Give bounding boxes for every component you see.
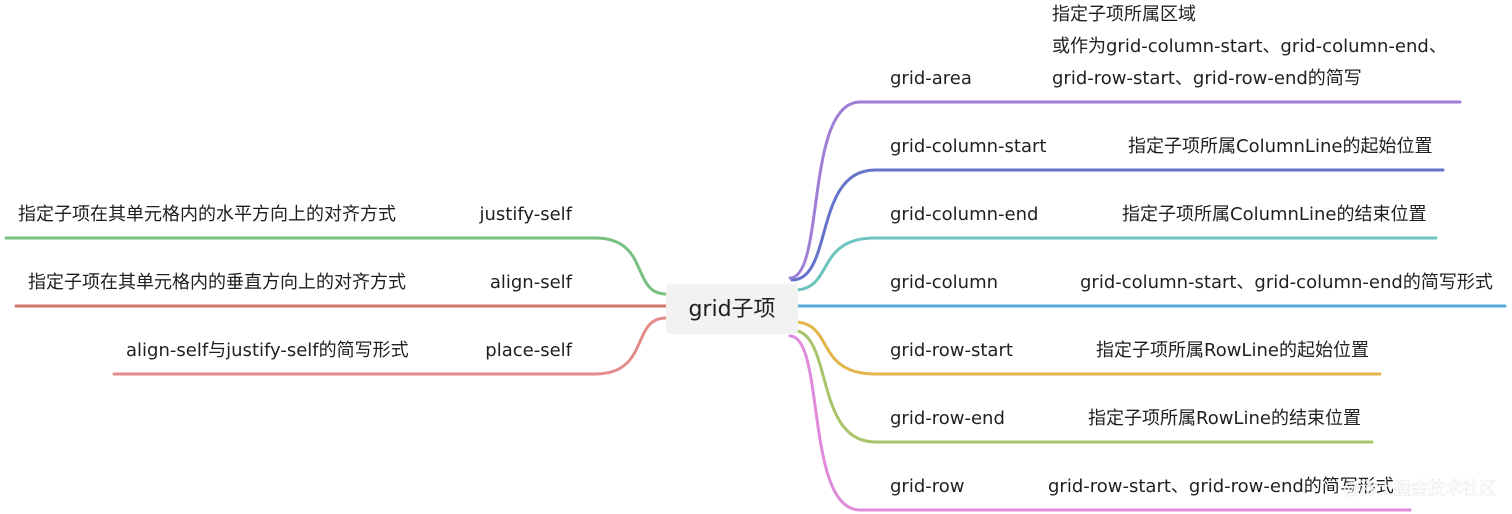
branch-label-grid-row: grid-row [890, 476, 965, 497]
central-topic-box [666, 284, 798, 334]
branch-description-grid-column-end: 指定子项所属ColumnLine的结束位置 [1122, 204, 1426, 225]
left-branches: justify-self 指定子项在其单元格内的水平方向上的对齐方式 align-s… [18, 204, 573, 361]
connector-grid-row-end [790, 328, 1374, 444]
branch-label-grid-area: grid-area [890, 68, 972, 89]
branch-label-grid-column-end: grid-column-end [890, 204, 1038, 225]
branch-grid-column-end[interactable]: grid-column-end 指定子项所属ColumnLine的结束位置 [890, 204, 1426, 225]
branch-label-grid-column: grid-column [890, 272, 998, 293]
branch-label-align-self: align-self [490, 272, 573, 293]
branch-grid-column-start[interactable]: grid-column-start 指定子项所属ColumnLine的起始位置 [890, 136, 1432, 157]
branch-place-self[interactable]: place-self align-self与justify-self的简写形式 [126, 340, 573, 361]
branch-justify-self[interactable]: justify-self 指定子项在其单元格内的水平方向上的对齐方式 [18, 204, 573, 225]
branch-description-grid-area: grid-row-start、grid-row-end的简写 [1052, 68, 1362, 89]
watermark-text: @稀土掘金技术社区 [1343, 479, 1496, 499]
branch-description-justify-self: 指定子项在其单元格内的水平方向上的对齐方式 [18, 204, 396, 225]
branch-description-grid-row-end: 指定子项所属RowLine的结束位置 [1088, 408, 1361, 429]
connector-grid-area [788, 100, 1462, 280]
branch-grid-row-start[interactable]: grid-row-start 指定子项所属RowLine的起始位置 [890, 340, 1369, 361]
branch-label-grid-row-start: grid-row-start [890, 340, 1013, 361]
branch-label-grid-column-start: grid-column-start [890, 136, 1046, 157]
connector-justify-self [4, 236, 668, 296]
branch-grid-area[interactable]: grid-area 指定子项所属区域或作为grid-column-start、gr… [890, 4, 1447, 89]
branch-description-grid-column: grid-column-start、grid-column-end的简写形式 [1080, 272, 1493, 293]
central-topic[interactable]: grid子项 [666, 284, 798, 334]
branch-grid-row[interactable]: grid-row grid-row-start、grid-row-end的简写形式 [890, 476, 1394, 497]
connector-grid-column-end [792, 236, 1438, 292]
right-branches: grid-area 指定子项所属区域或作为grid-column-start、gr… [890, 4, 1493, 497]
branch-label-justify-self: justify-self [479, 204, 573, 225]
connector-grid-row [788, 334, 1412, 512]
branch-description-place-self: align-self与justify-self的简写形式 [126, 340, 409, 361]
branch-connectors [4, 100, 1507, 512]
branch-align-self[interactable]: align-self 指定子项在其单元格内的垂直方向上的对齐方式 [28, 272, 573, 293]
branch-description-grid-column-start: 指定子项所属ColumnLine的起始位置 [1128, 136, 1432, 157]
central-topic-label: grid子项 [688, 297, 775, 322]
branch-grid-column[interactable]: grid-column grid-column-start、grid-column… [890, 272, 1493, 293]
connector-grid-column-start [790, 168, 1445, 282]
connector-grid-row-start [792, 320, 1382, 376]
connector-place-self [112, 316, 668, 376]
branch-label-grid-row-end: grid-row-end [890, 408, 1005, 429]
branch-grid-row-end[interactable]: grid-row-end 指定子项所属RowLine的结束位置 [890, 408, 1361, 429]
branch-description-grid-area: 或作为grid-column-start、grid-column-end、 [1052, 36, 1447, 57]
branch-description-grid-area: 指定子项所属区域 [1052, 4, 1196, 25]
branch-description-grid-row: grid-row-start、grid-row-end的简写形式 [1048, 476, 1394, 497]
branch-label-place-self: place-self [485, 340, 572, 361]
branch-description-align-self: 指定子项在其单元格内的垂直方向上的对齐方式 [28, 272, 406, 293]
branch-description-grid-row-start: 指定子项所属RowLine的起始位置 [1096, 340, 1369, 361]
